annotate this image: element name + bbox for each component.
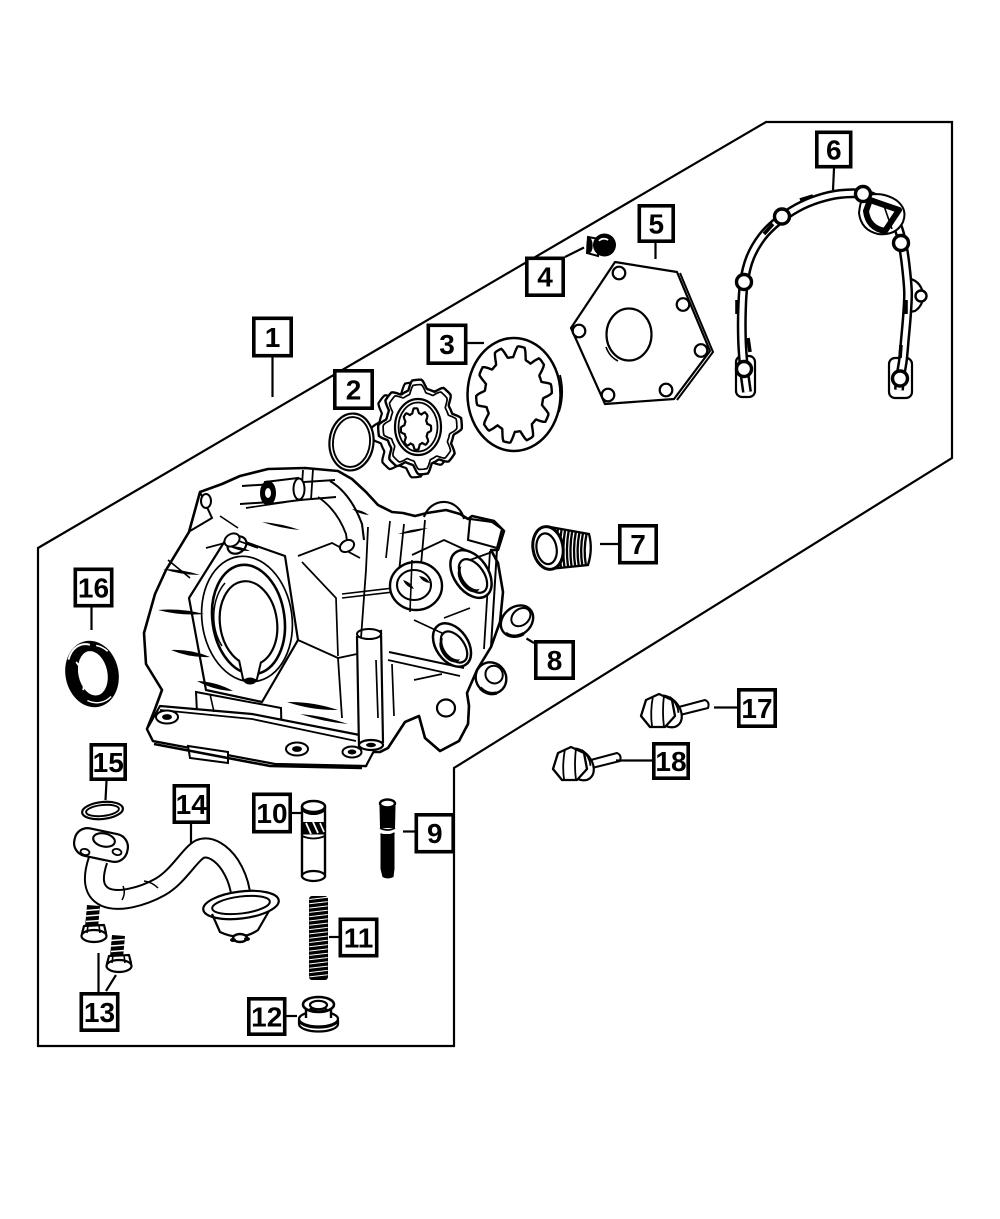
svg-text:15: 15 — [93, 747, 124, 778]
svg-text:11: 11 — [344, 922, 374, 953]
svg-text:12: 12 — [251, 1001, 282, 1032]
svg-text:8: 8 — [547, 645, 563, 676]
svg-text:3: 3 — [439, 329, 455, 360]
svg-text:13: 13 — [84, 997, 115, 1028]
svg-text:9: 9 — [427, 818, 443, 849]
svg-text:16: 16 — [78, 572, 109, 603]
svg-text:4: 4 — [537, 262, 553, 293]
svg-text:5: 5 — [648, 208, 664, 239]
svg-text:10: 10 — [256, 798, 287, 829]
svg-text:1: 1 — [265, 322, 281, 353]
svg-text:6: 6 — [826, 134, 842, 165]
svg-text:17: 17 — [741, 693, 772, 724]
svg-text:18: 18 — [655, 746, 686, 777]
svg-text:2: 2 — [346, 374, 362, 405]
svg-text:7: 7 — [630, 529, 646, 560]
svg-text:14: 14 — [176, 789, 208, 820]
